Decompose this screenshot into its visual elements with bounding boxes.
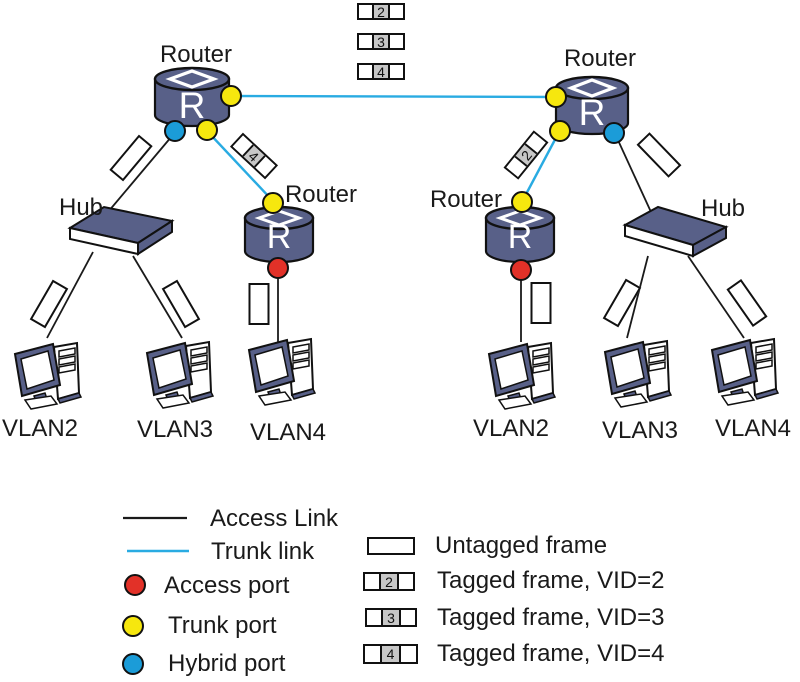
router-top-right-label: Router [563,45,637,72]
frame-cell [401,646,416,662]
pc-vlan4-right [711,338,779,406]
access-link-hub-vlan2-left [46,251,94,339]
trunk-port-icon [196,119,218,141]
vlan3-left-label: VLAN3 [136,416,214,443]
trunk-port-icon [220,85,242,107]
tagged-frame-vid2: 2 [357,3,405,20]
legend-hybrid-port-label: Hybrid port [168,650,286,677]
vlan2-right-label: VLAN2 [472,415,550,442]
router-mid-left-label: Router [284,181,358,208]
pc-vlan3-right [604,340,672,408]
access-link-hub-vlan4-right [687,255,745,339]
router-top-left-shape [153,66,231,128]
frame-cell [365,574,381,589]
hub-left-shape [67,205,175,256]
frame-cell [359,65,374,78]
frame-cell [401,610,415,625]
tagged-frame-vid3: 3 [357,33,405,50]
router-diamond-icon [495,209,545,227]
tagged-frame-legend-icon-4: 4 [363,644,418,664]
frame-vid-tag: 2 [380,574,400,589]
vlan2-left-label: VLAN2 [1,415,79,442]
router-top-right-letter: R [578,92,606,133]
access-link-hub-vlan3-right [626,255,649,339]
untagged-frame [248,283,270,325]
tagged-frame-legend-icon-2: 2 [363,572,415,591]
router-mid-right-label: Router [429,186,503,213]
trunk-links [208,94,560,200]
router-mid-right-shape [484,205,556,264]
frame-cell [390,35,404,48]
trunk-port-icon [511,191,533,213]
hub-left-label: Hub [58,194,104,221]
frame-cell [390,5,404,18]
frame-cell [359,5,374,18]
trunk-port-legend-icon [122,615,144,637]
pc-vlan4-left [248,338,316,406]
untagged-frame-legend-icon [367,537,415,555]
access-link-router-hub-left [107,135,173,213]
access-link-hub-vlan3-left [132,255,183,339]
frame-cell [399,574,413,589]
access-port-legend-icon [124,574,146,596]
frame-vid-tag: 3 [373,35,391,49]
pc-vlan2-right [488,342,556,410]
hybrid-port-icon [164,120,186,142]
tagged-frame-vid4: 4 [357,63,405,80]
hub-right-label: Hub [700,195,746,222]
legend-trunk-port-label: Trunk port [168,612,277,639]
hybrid-port-icon [603,122,625,144]
legend-access-port-label: Access port [164,572,290,599]
untagged-frame [530,282,552,324]
frame-vid-tag: 2 [373,5,391,19]
ports [164,85,625,281]
legend-tagged-frame-2-label: Tagged frame, VID=2 [437,567,665,594]
trunk-link-right-diagonal [522,133,560,199]
trunk-link-between-top-routers [231,94,557,99]
frame-cell [390,65,404,78]
frame-cell [365,646,382,662]
frame-vid-tag: 4 [373,65,391,79]
router-diamond-icon [165,69,219,89]
legend-untagged-frame-label: Untagged frame [435,532,608,559]
vlan4-right-label: VLAN4 [714,415,792,442]
router-diamond-icon [566,78,618,98]
vlan4-left-label: VLAN4 [249,419,327,446]
legend-tagged-frame-3-label: Tagged frame, VID=3 [437,604,665,631]
legend-icons [122,516,189,675]
legend-trunk-link-label: Trunk link [211,538,315,565]
hub-right-shape [622,205,729,258]
hybrid-port-legend-icon [122,653,144,675]
frame-vid-tag: 3 [382,610,402,625]
trunk-port-icon [262,192,284,214]
vlan3-right-label: VLAN3 [601,417,679,444]
legend-access-link-label: Access Link [210,505,339,532]
router-mid-left-letter: R [266,218,292,256]
access-link-router-hub-right [616,137,652,213]
router-top-left-letter: R [178,85,206,126]
trunk-port-icon [545,86,567,108]
frame-cell [359,35,374,48]
router-mid-right-letter: R [507,218,533,256]
frame-cell [367,610,383,625]
access-port-icon [267,257,289,279]
legend-tagged-frame-4-label: Tagged frame, VID=4 [437,640,665,667]
access-links [46,135,745,342]
access-port-icon [510,259,532,281]
trunk-link-left-diagonal [208,132,272,200]
pc-vlan3-left [146,341,214,409]
router-top-left-label: Router [159,41,233,68]
trunk-port-icon [549,120,571,142]
router-top-right-shape [554,75,630,136]
frame-vid-tag: 4 [381,646,402,662]
pc-vlan2-left [14,342,82,410]
tagged-frame-legend-icon-3: 3 [365,608,417,627]
